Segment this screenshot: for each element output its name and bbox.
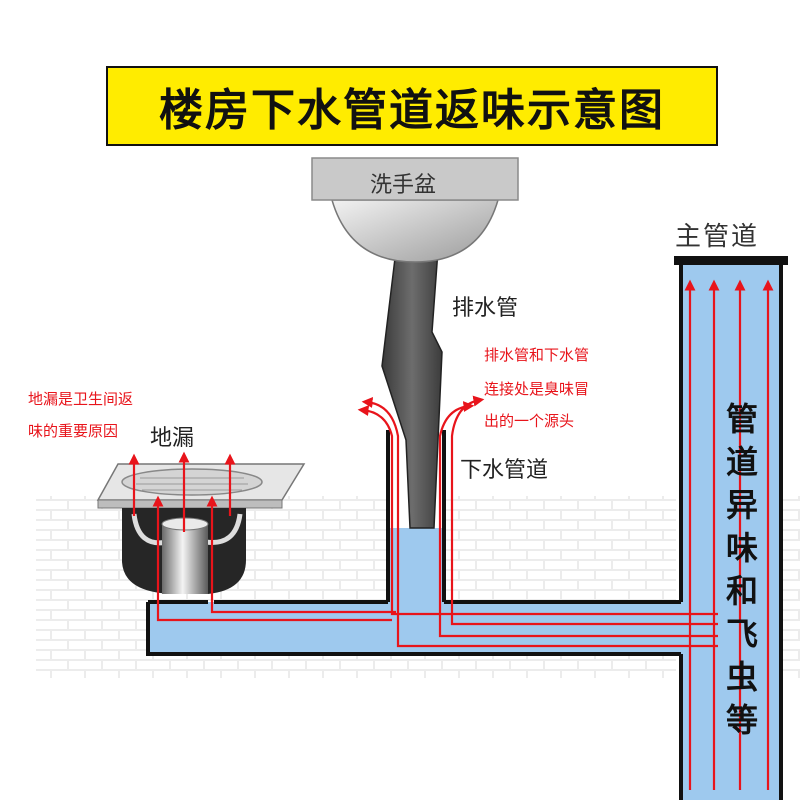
odor-arrow-drain-1	[206, 495, 396, 614]
joint-note-line-3: 出的一个源头	[484, 412, 575, 430]
title-banner: 楼房下水管道返味示意图	[106, 66, 718, 146]
drain-grate-edge	[97, 499, 283, 509]
main-pipe	[674, 256, 788, 800]
basin-counter	[311, 157, 519, 201]
horizontal-pipe-wall-bottom	[146, 602, 681, 656]
joint-note-line-1: 排水管和下水管	[484, 346, 590, 364]
sewer-pipe-water	[388, 528, 444, 604]
floor-drain-label: 地漏	[150, 426, 195, 451]
odor-flow-arrows	[128, 279, 774, 790]
odor-arrow-sewer-left-2	[357, 405, 718, 616]
main-pipe-note: 管道异味和飞虫等	[725, 400, 758, 739]
drain-cup	[162, 524, 208, 594]
drain-pipe	[381, 249, 443, 529]
wash-basin	[311, 157, 519, 263]
floor-drain-note-line-2: 味的重要原因	[28, 422, 119, 440]
joint-note-line-2: 连接处是臭味冒	[484, 380, 590, 398]
drain-grate-ring	[121, 468, 263, 496]
basin-label: 洗手盆	[370, 173, 437, 198]
floor-drain-note-line-1: 地漏是卫生间返	[28, 390, 134, 408]
odor-arrow-drain-2	[152, 495, 392, 622]
odor-arrow-sewer-right-2	[438, 401, 718, 638]
odor-arrow-sewer-left-1	[361, 397, 718, 648]
main-pipe-rim	[674, 256, 788, 265]
sewer-pipe-label: 下水管道	[460, 458, 549, 483]
basin-bowl	[331, 199, 499, 263]
main-pipe-label: 主管道	[675, 222, 760, 252]
main-pipe-water	[681, 262, 781, 800]
floor-drain	[96, 463, 306, 594]
diagram-title: 楼房下水管道返味示意图	[159, 85, 665, 136]
drain-pipe-label: 排水管	[452, 296, 519, 321]
